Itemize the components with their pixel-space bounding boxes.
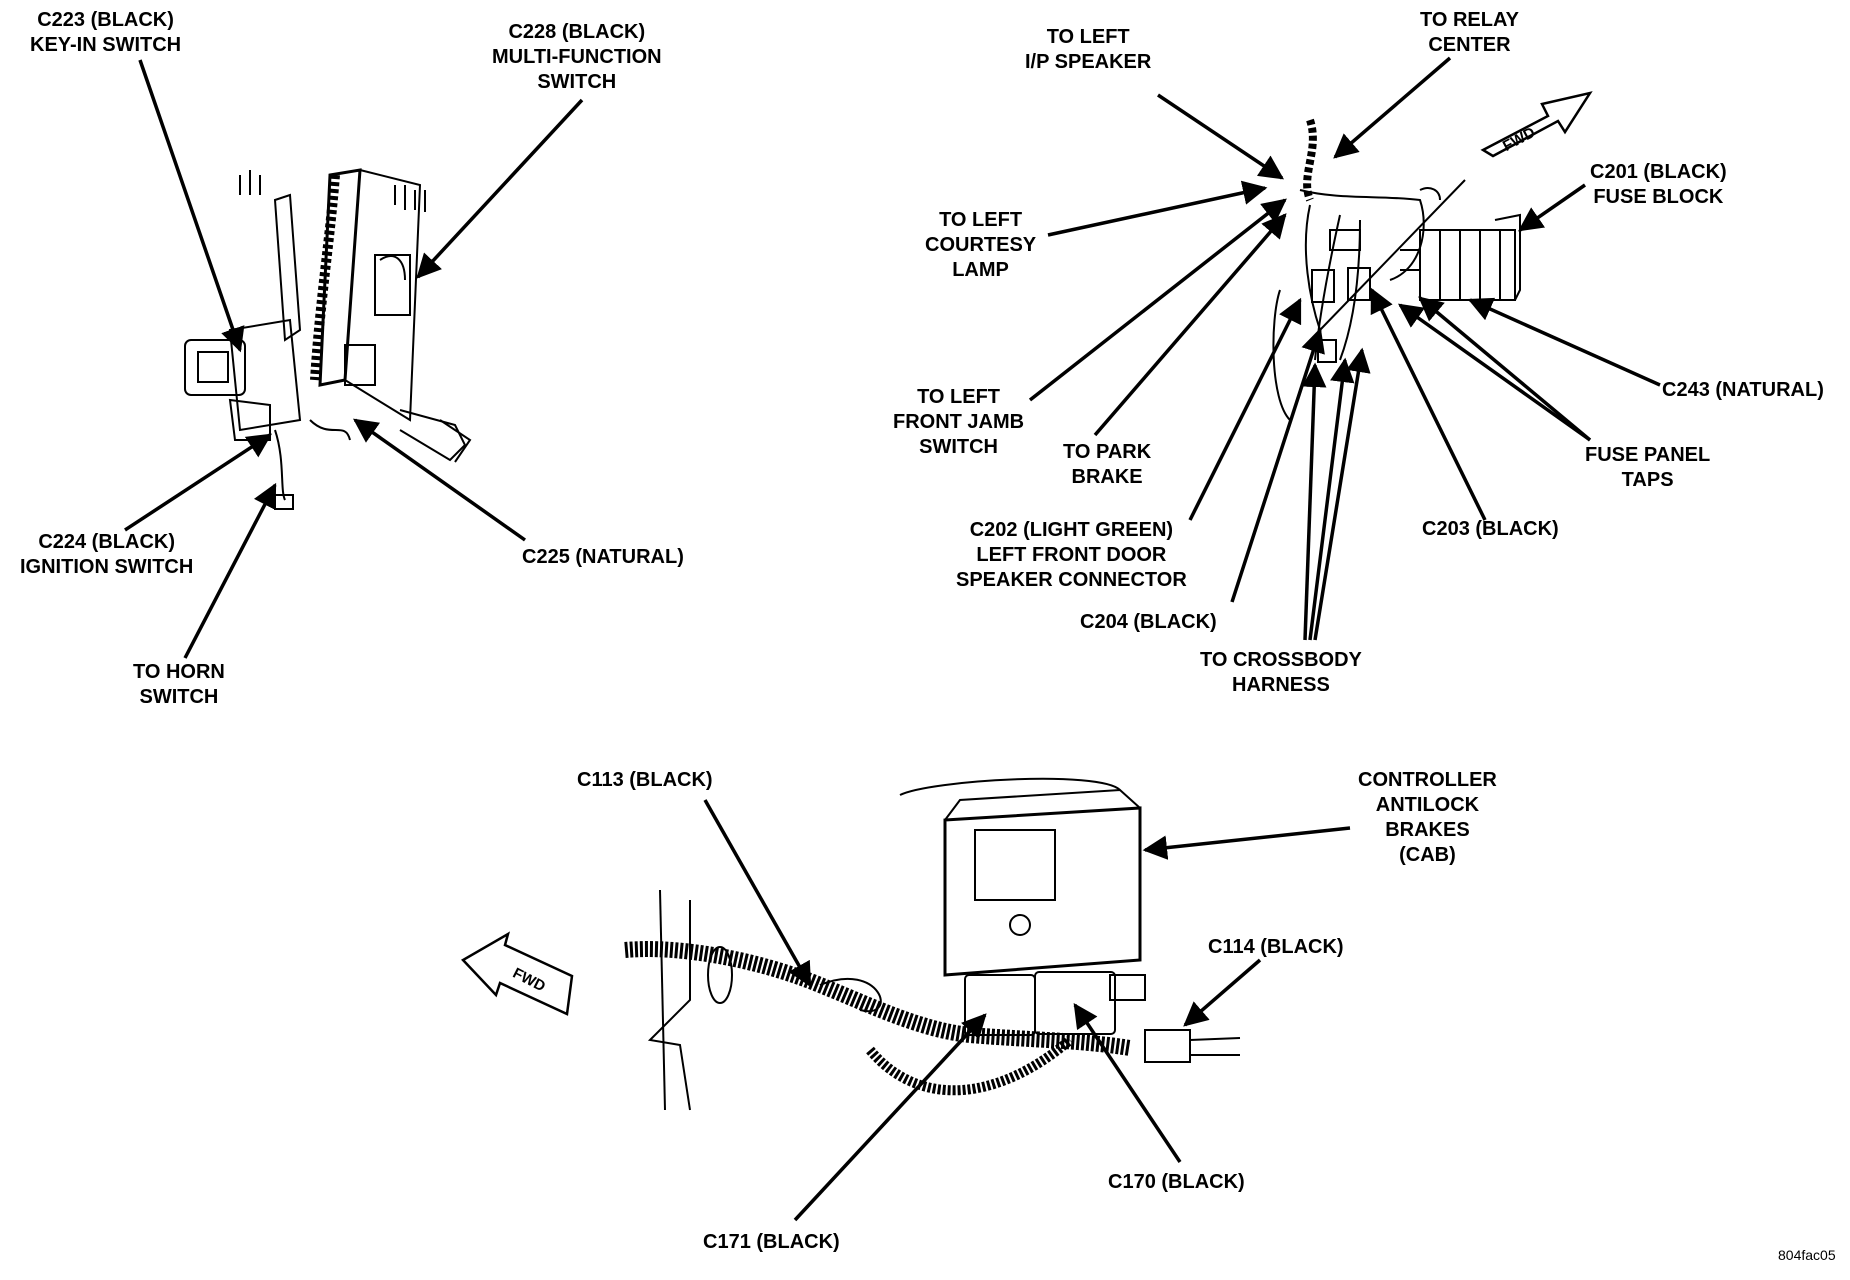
- arrow-c171: [793, 1013, 987, 1222]
- label-ip-speaker: TO LEFT I/P SPEAKER: [1025, 26, 1152, 73]
- label-c170: C170 (BLACK): [1108, 1171, 1245, 1193]
- arrow-c170: [1073, 1002, 1182, 1163]
- arrow-c114: [1183, 958, 1262, 1027]
- arrow-c223: [138, 59, 245, 353]
- arrow-park: [1093, 213, 1287, 437]
- figure-code: 804fac05: [1778, 1247, 1836, 1263]
- label-courtesy: TO LEFT COURTESY LAMP: [925, 209, 1037, 281]
- arrow-horn: [183, 482, 277, 659]
- fwd-arrow-bottom: FWD: [461, 931, 574, 1016]
- label-c201: C201 (BLACK) FUSE BLOCK: [1590, 161, 1727, 208]
- arrow-fuse-taps-a: [1418, 296, 1592, 442]
- arrow-c203: [1370, 287, 1487, 521]
- leader-arrows: [124, 56, 1661, 1222]
- arrow-c113: [703, 799, 812, 988]
- arrow-cab: [1142, 826, 1351, 860]
- label-c202: C202 (LIGHT GREEN) LEFT FRONT DOOR SPEAK…: [956, 519, 1187, 591]
- arrow-crossbody-b: [1308, 357, 1355, 641]
- label-cab: CONTROLLER ANTILOCK BRAKES (CAB): [1358, 769, 1497, 866]
- arrow-jamb: [1028, 198, 1287, 402]
- arrow-c224: [124, 433, 273, 532]
- fwd-label-top: FWD: [1500, 124, 1538, 155]
- arrow-ip-speaker: [1157, 93, 1285, 180]
- fuse-block-illustration: [1272, 118, 1521, 421]
- arrow-courtesy: [1047, 180, 1268, 237]
- label-c204: C204 (BLACK): [1080, 611, 1217, 633]
- label-c171: C171 (BLACK): [703, 1231, 840, 1253]
- arrow-relay: [1333, 56, 1452, 159]
- label-c113: C113 (BLACK): [577, 769, 713, 791]
- arrow-crossbody-c: [1313, 347, 1371, 641]
- label-relay: TO RELAY CENTER: [1420, 9, 1519, 56]
- steering-column-illustration: [184, 168, 472, 510]
- label-c228: C228 (BLACK) MULTI-FUNCTION SWITCH: [492, 21, 662, 93]
- cab-module-illustration: [624, 777, 1241, 1111]
- label-horn: TO HORN SWITCH: [133, 661, 225, 708]
- arrow-c202: [1188, 297, 1302, 521]
- arrow-c243: [1467, 297, 1661, 387]
- label-jamb: TO LEFT FRONT JAMB SWITCH: [893, 386, 1025, 458]
- label-fuse-taps: FUSE PANEL TAPS: [1585, 444, 1711, 491]
- label-c114: C114 (BLACK): [1208, 936, 1344, 958]
- label-park: TO PARK BRAKE: [1063, 441, 1152, 488]
- fwd-arrow-top: FWD: [1480, 91, 1593, 158]
- label-c203: C203 (BLACK): [1422, 518, 1559, 540]
- arrow-c201: [1517, 183, 1586, 232]
- label-c243: C243 (NATURAL): [1662, 379, 1824, 401]
- label-c223: C223 (BLACK) KEY-IN SWITCH: [30, 9, 182, 56]
- arrow-crossbody-a: [1301, 362, 1327, 641]
- arrow-c225: [352, 418, 527, 542]
- label-crossbody: TO CROSSBODY HARNESS: [1200, 649, 1362, 696]
- label-c224: C224 (BLACK) IGNITION SWITCH: [20, 531, 194, 578]
- label-c225: C225 (NATURAL): [522, 546, 684, 568]
- arrow-fuse-taps-b: [1398, 303, 1592, 442]
- arrow-c228: [416, 98, 584, 279]
